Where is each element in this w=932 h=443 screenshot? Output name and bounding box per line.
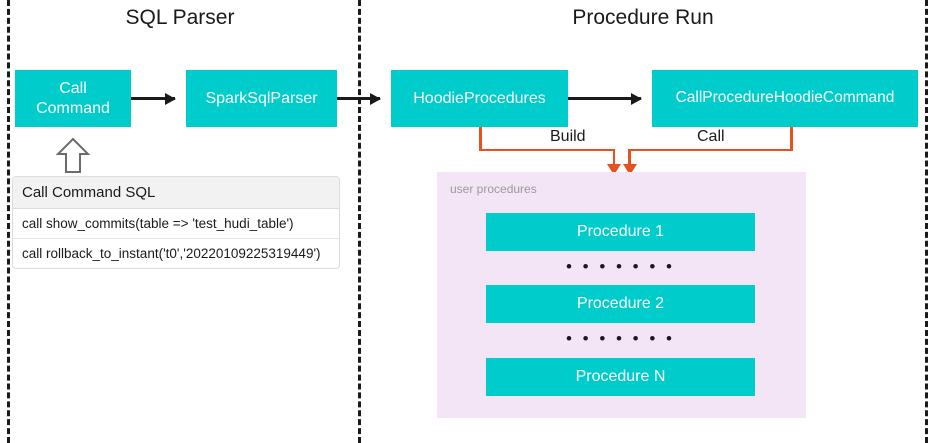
arrow-right-icon-hoodie-procedures-to-call-procedure-hoodie-command	[568, 92, 642, 105]
dashed-divider-left	[7, 0, 10, 443]
table-row: call rollback_to_instant('t0','202201092…	[22, 246, 321, 261]
arrow-right-icon-spark-sql-parser-to-hoodie-procedures	[337, 92, 381, 105]
dashed-divider-right	[925, 0, 928, 443]
call-connector-segment-horizontal	[628, 148, 793, 151]
arrow-right-icon-call-command-to-spark-sql-parser	[131, 92, 176, 105]
arrow-up-icon-sql-to-call-command	[56, 137, 90, 173]
user-procedures-label: user procedures	[450, 182, 537, 196]
call-connector-segment-vertical-end	[628, 148, 631, 166]
sql-table-header: Call Command SQL	[13, 177, 339, 209]
build-connector-segment-vertical-start	[479, 127, 482, 151]
call-connector-segment-vertical-start	[790, 127, 793, 151]
build-connector-segment-horizontal	[479, 148, 615, 151]
node-spark-sql-parser: SparkSqlParser	[186, 70, 337, 127]
dashed-divider-middle	[358, 0, 361, 443]
list-item: Procedure 2	[486, 285, 755, 323]
node-hoodie-procedures: HoodieProcedures	[391, 70, 568, 127]
ellipsis-separator: • • • • • • •	[565, 257, 675, 276]
user-procedures-panel: user procedures Procedure 1 • • • • • • …	[437, 172, 806, 418]
build-connector-segment-vertical-end	[612, 148, 615, 166]
table-row: call show_commits(table => 'test_hudi_ta…	[13, 209, 339, 239]
section-title-sql-parser: SQL Parser	[125, 6, 235, 29]
edge-label-call: Call	[692, 128, 730, 146]
node-call-command: Call Command	[15, 70, 131, 127]
arrow-down-icon-build	[606, 164, 621, 175]
arrow-down-icon-call	[622, 164, 637, 175]
ellipsis-separator: • • • • • • •	[565, 329, 675, 348]
list-item: Procedure N	[486, 358, 755, 396]
node-call-procedure-hoodie-command: CallProcedureHoodieCommand	[652, 70, 918, 127]
edge-label-build: Build	[545, 128, 591, 146]
call-command-sql-table: Call Command SQL call show_commits(table…	[12, 176, 340, 269]
section-title-procedure-run: Procedure Run	[572, 6, 714, 29]
list-item: Procedure 1	[486, 213, 755, 251]
